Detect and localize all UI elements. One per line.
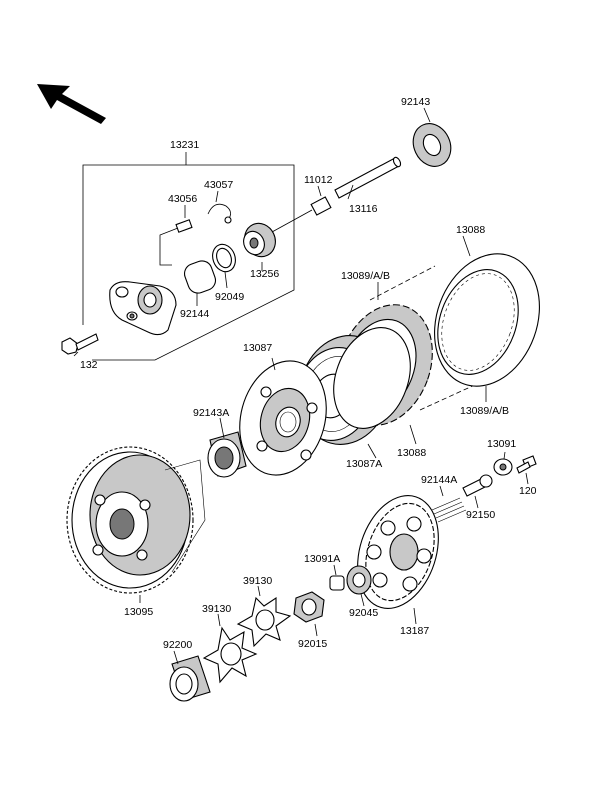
part-92143A-collar	[207, 417, 247, 478]
label-13256: 13256	[250, 268, 280, 280]
label-13116: 13116	[349, 203, 378, 215]
part-92144-spring	[183, 260, 217, 306]
label-92143: 92143	[401, 96, 431, 108]
part-13116-push-rod	[334, 156, 402, 200]
part-13187-clutch-cover-plate	[357, 495, 439, 625]
label-13087: 13087	[243, 342, 273, 354]
label-13089-right: 13089/A/B	[460, 405, 510, 417]
part-13091-holder	[493, 451, 513, 476]
part-92045-bearing	[346, 565, 372, 607]
label-13095: 13095	[124, 606, 154, 618]
part-132-bolt	[61, 333, 99, 357]
label-92015: 92015	[298, 638, 328, 650]
part-92049-ring	[212, 243, 236, 289]
part-92150-bolt	[462, 474, 493, 509]
part-13095-clutch-housing	[66, 446, 206, 603]
label-13091A: 13091A	[304, 553, 341, 565]
label-120: 120	[519, 485, 537, 497]
label-92200: 92200	[163, 639, 193, 651]
label-39130-b: 39130	[202, 603, 232, 615]
label-92144A: 92144A	[421, 474, 458, 486]
label-13087A: 13087A	[346, 458, 383, 470]
part-13088-steel-plate	[434, 235, 540, 387]
label-13187: 13187	[400, 625, 430, 637]
part-13231-slave-cylinder	[109, 281, 177, 336]
part-13087-pressure-plate	[239, 357, 327, 476]
label-13091: 13091	[487, 438, 517, 450]
label-132: 132	[80, 359, 98, 371]
part-92015-nut	[293, 591, 325, 637]
label-92143A: 92143A	[193, 407, 230, 419]
label-43057: 43057	[204, 179, 234, 191]
part-92143-washer	[412, 107, 452, 167]
label-13089-top: 13089/A/B	[341, 270, 391, 282]
part-43057-clip	[207, 190, 232, 224]
part-39130-lock-washer-lower	[202, 613, 258, 684]
part-13256-bearing	[243, 209, 313, 271]
label-92144: 92144	[180, 308, 210, 320]
front-direction-arrow-icon	[37, 84, 106, 124]
part-13091A-pin	[329, 564, 345, 591]
label-13231: 13231	[170, 139, 200, 151]
label-92150: 92150	[466, 509, 496, 521]
label-39130-a: 39130	[243, 575, 273, 587]
plate-leader-top	[369, 265, 436, 301]
label-92045: 92045	[349, 607, 379, 619]
part-11012-sleeve	[310, 185, 332, 216]
part-43056-bleeder	[159, 205, 193, 266]
part-92200-needle-bearing	[169, 650, 211, 702]
label-43056: 43056	[168, 193, 198, 205]
part-120-bolt	[516, 455, 537, 485]
label-13088-top: 13088	[456, 224, 486, 236]
label-13088-bottom: 13088	[397, 447, 427, 459]
part-13088-lower-plate	[333, 327, 417, 445]
label-92049: 92049	[215, 291, 245, 303]
part-92144A-spring	[431, 485, 467, 523]
label-11012: 11012	[304, 174, 333, 186]
assembly-13231-bracket	[82, 152, 295, 361]
part-39130-lock-washer-upper	[236, 585, 292, 648]
